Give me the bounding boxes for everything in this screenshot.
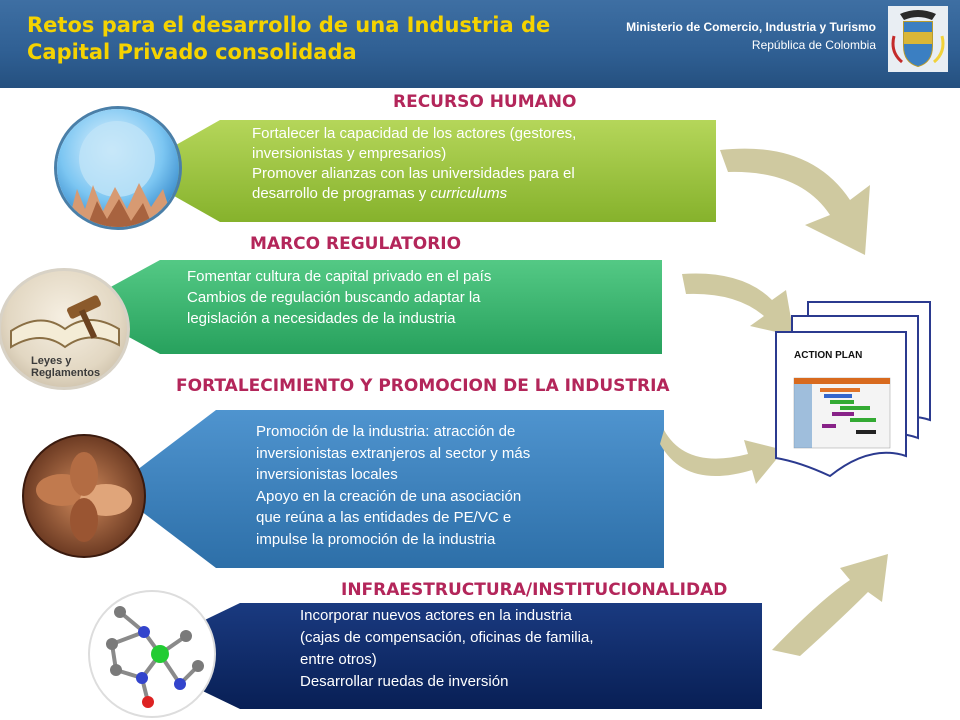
line: Fomentar cultura de capital privado en e… bbox=[187, 268, 492, 285]
gantt-chart-icon bbox=[793, 377, 891, 449]
globe-hands-image bbox=[54, 106, 182, 230]
line: inversionistas extranjeros al sector y m… bbox=[256, 444, 531, 462]
action-plan-documents[interactable] bbox=[770, 300, 940, 490]
joined-hands-image bbox=[22, 434, 146, 558]
header-bar: Retos para el desarrollo de una Industri… bbox=[0, 0, 960, 88]
line: Cambios de regulación buscando adaptar l… bbox=[187, 289, 481, 306]
laws-caption: Leyes y Reglamentos bbox=[31, 355, 101, 379]
line: impulse la promoción de la industria bbox=[256, 530, 496, 548]
text-recurso-humano: Fortalecer la capacidad de los actores (… bbox=[252, 124, 576, 204]
line: inversionistas y empresarios) bbox=[252, 145, 447, 162]
italic-word: curriculums bbox=[430, 185, 508, 202]
text-fortalecimiento: Promoción de la industria: atracción de … bbox=[256, 421, 530, 550]
arrow-1-icon bbox=[720, 148, 870, 255]
country-name: República de Colombia bbox=[751, 38, 876, 52]
line: Desarrollar ruedas de inversión bbox=[300, 673, 509, 690]
page-title: Retos para el desarrollo de una Industri… bbox=[27, 13, 551, 64]
band-marco-regulatorio bbox=[74, 260, 662, 354]
line: Apoyo en la creación de una asociación bbox=[256, 487, 522, 505]
coat-of-arms-icon bbox=[888, 6, 948, 72]
ministry-block: Ministerio de Comercio, Industria y Turi… bbox=[626, 18, 876, 54]
section-title-recurso-humano: RECURSO HUMANO bbox=[393, 92, 577, 112]
text-infraestructura: Incorporar nuevos actores en la industri… bbox=[300, 605, 593, 693]
ministry-name: Ministerio de Comercio, Industria y Turi… bbox=[626, 20, 876, 34]
line: que reúna a las entidades de PE/VC e bbox=[256, 509, 512, 526]
laws-book-image: Leyes y Reglamentos bbox=[0, 268, 130, 390]
band-fortalecimiento bbox=[112, 410, 664, 568]
molecule-image bbox=[88, 590, 216, 718]
text-marco-regulatorio: Fomentar cultura de capital privado en e… bbox=[187, 266, 491, 329]
line: Promoción de la industria: atracción de bbox=[256, 423, 516, 440]
action-plan-label: ACTION PLAN bbox=[794, 350, 863, 361]
line: inversionistas locales bbox=[256, 466, 398, 483]
line-part: desarrollo de programas y bbox=[252, 185, 431, 202]
line: desarrollo de programas y curriculums bbox=[252, 184, 576, 204]
arrow-3-icon bbox=[660, 430, 784, 484]
line: entre otros) bbox=[300, 651, 377, 668]
line: Incorporar nuevos actores en la industri… bbox=[300, 607, 572, 624]
section-title-marco-regulatorio: MARCO REGULATORIO bbox=[250, 234, 462, 254]
book-gavel-icon bbox=[10, 295, 120, 349]
section-title-infraestructura: INFRAESTRUCTURA/INSTITUCIONALIDAD bbox=[341, 580, 728, 600]
line: legislación a necesidades de la industri… bbox=[187, 310, 456, 327]
section-title-fortalecimiento: FORTALECIMIENTO Y PROMOCION DE LA INDUST… bbox=[176, 376, 670, 396]
line: Fortalecer la capacidad de los actores (… bbox=[252, 125, 577, 142]
band-infraestructura bbox=[130, 603, 762, 709]
line: Promover alianzas con las universidades … bbox=[252, 165, 575, 182]
band-recurso-humano bbox=[130, 120, 716, 222]
line: (cajas de compensación, oficinas de fami… bbox=[300, 629, 594, 646]
arrow-4-icon bbox=[772, 554, 888, 656]
arrow-2-icon bbox=[682, 273, 794, 336]
